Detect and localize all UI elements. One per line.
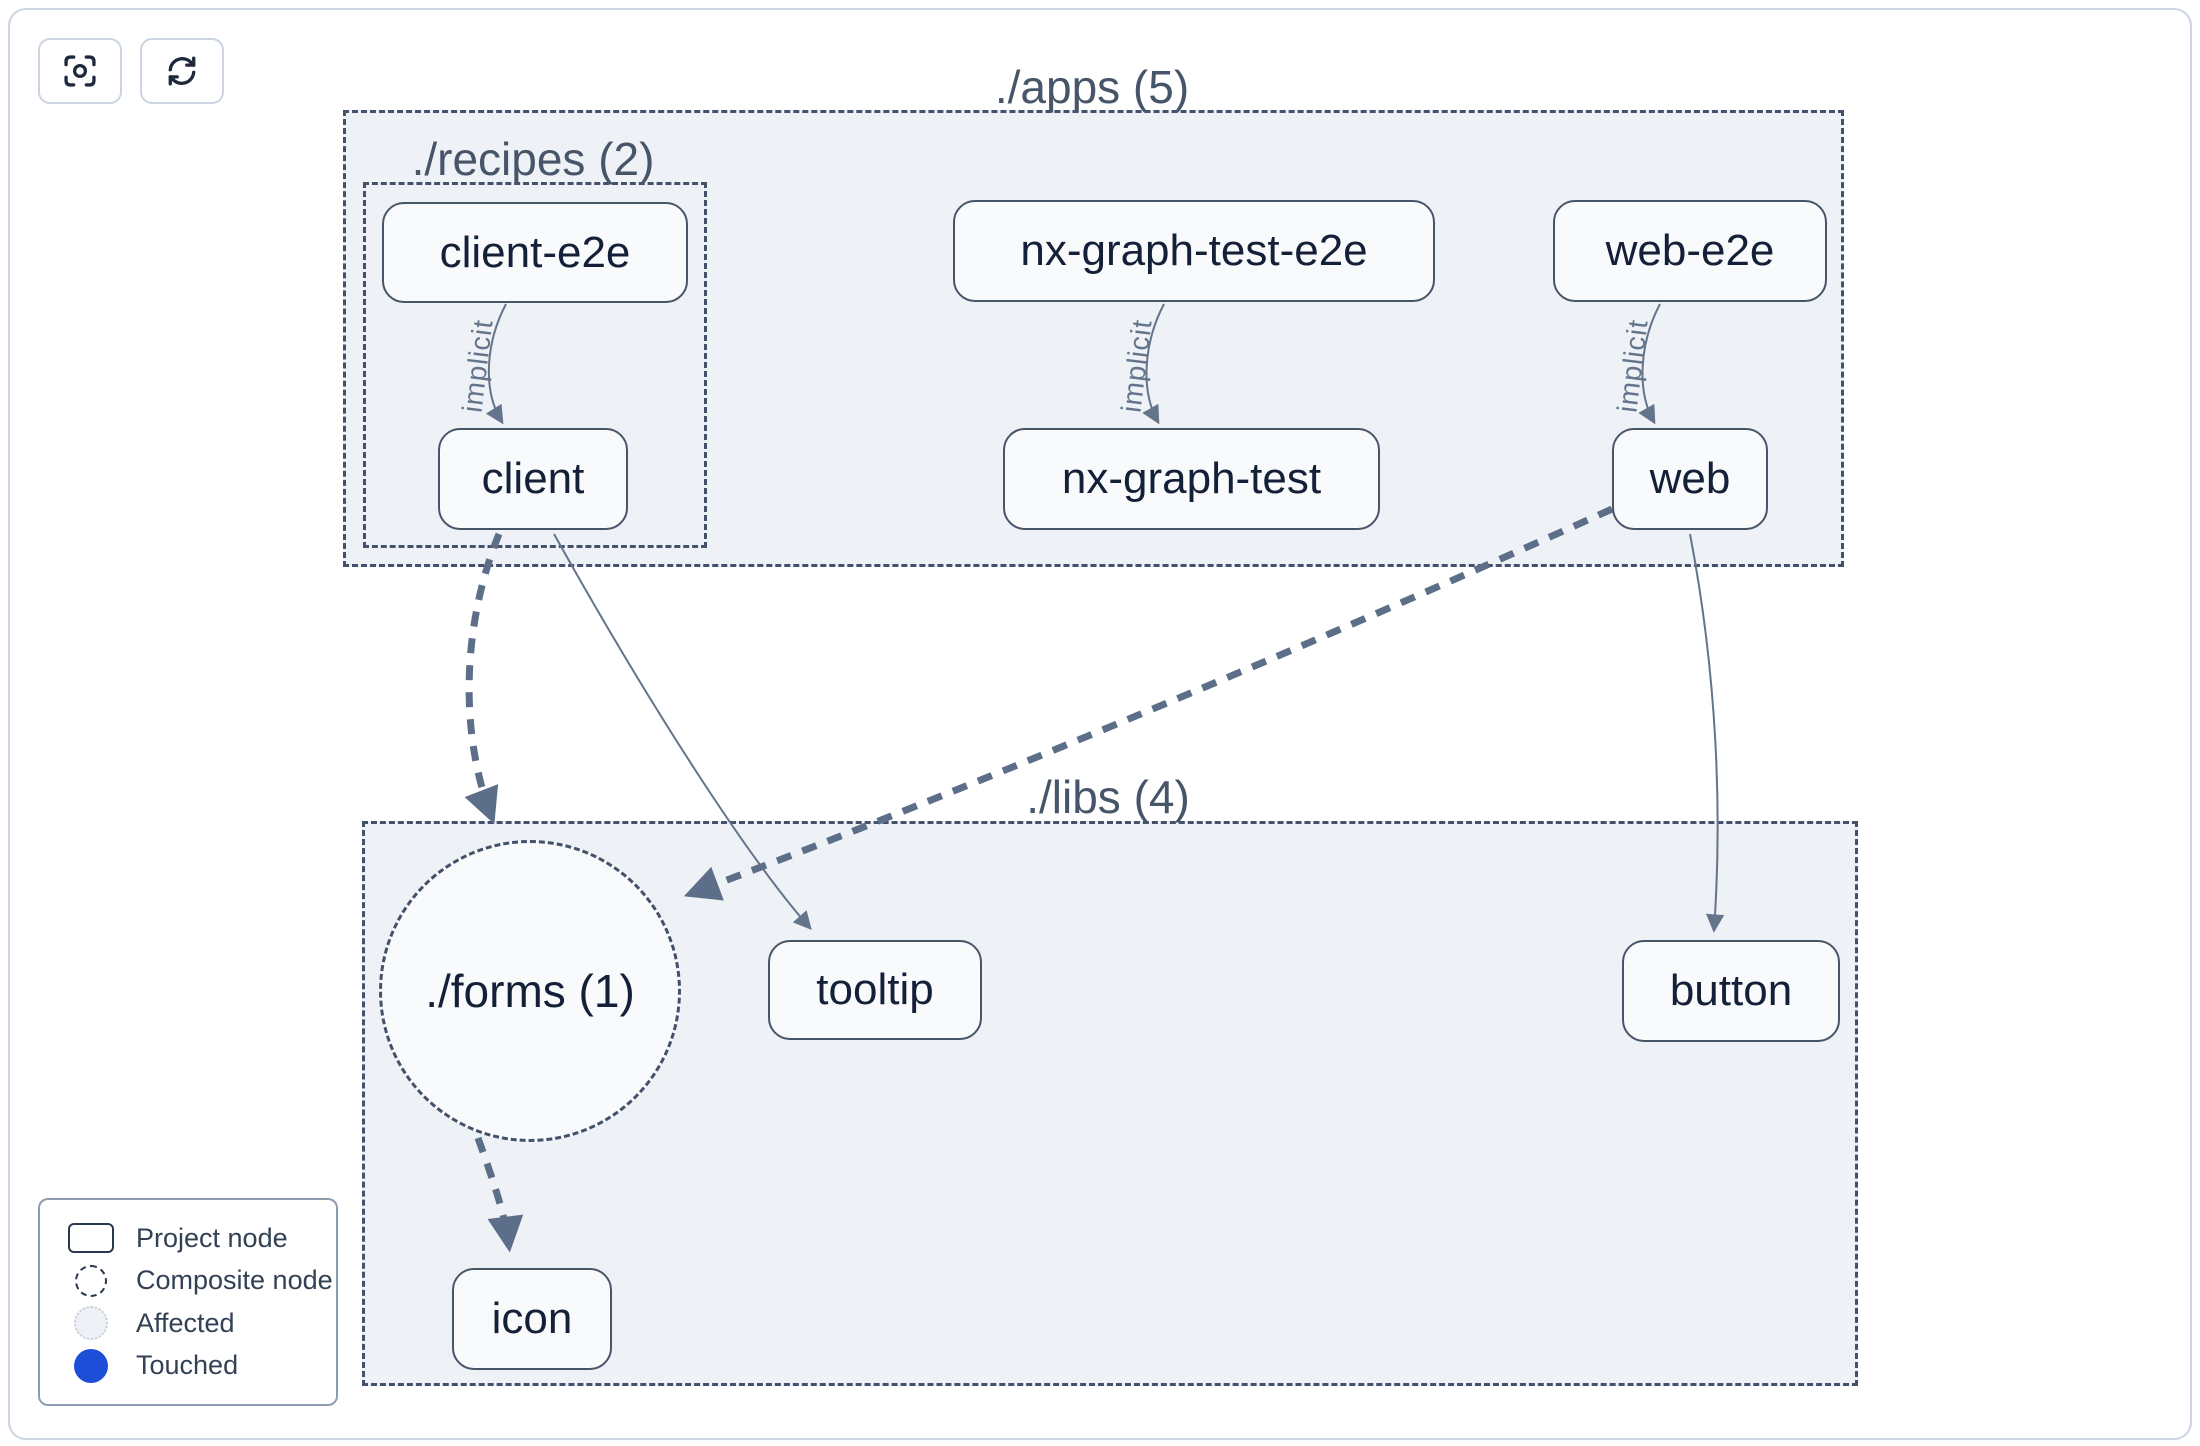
node-nx-graph-test-e2e-label: nx-graph-test-e2e: [1020, 226, 1368, 275]
refresh-icon: [168, 56, 196, 86]
legend-label-project-node: Project node: [136, 1222, 288, 1253]
legend-item-composite-node: Composite node: [60, 1261, 333, 1301]
node-icon-label: icon: [491, 1294, 573, 1343]
node-web[interactable]: web: [1612, 428, 1768, 530]
focus-icon: [64, 55, 96, 87]
node-client[interactable]: client: [438, 428, 628, 530]
refresh-graph-button[interactable]: [140, 38, 224, 104]
legend-item-affected: Affected: [60, 1303, 316, 1343]
node-web-e2e-label: web-e2e: [1605, 226, 1775, 275]
legend-panel: Project node Composite node Affected Tou…: [38, 1198, 338, 1406]
affected-swatch: [60, 1306, 122, 1341]
node-client-e2e-label: client-e2e: [439, 227, 631, 277]
container-recipes-title: ./recipes (2): [411, 133, 655, 185]
node-nx-graph-test[interactable]: nx-graph-test: [1003, 428, 1380, 530]
center-graph-button[interactable]: [38, 38, 122, 104]
container-recipes: [363, 182, 707, 548]
legend-item-touched: Touched: [60, 1346, 316, 1386]
node-button-label: button: [1669, 966, 1793, 1015]
composite-node-forms[interactable]: ./forms (1): [379, 840, 681, 1142]
node-tooltip[interactable]: tooltip: [768, 940, 982, 1040]
node-tooltip-label: tooltip: [816, 965, 934, 1014]
container-apps-title: ./apps (5): [994, 61, 1190, 113]
legend-label-composite-node: Composite node: [136, 1265, 333, 1296]
composite-node-swatch: [60, 1264, 122, 1297]
legend-label-affected: Affected: [136, 1307, 235, 1338]
node-icon[interactable]: icon: [452, 1268, 612, 1370]
legend-label-touched: Touched: [136, 1350, 239, 1381]
node-web-e2e[interactable]: web-e2e: [1553, 200, 1827, 302]
node-nx-graph-test-e2e[interactable]: nx-graph-test-e2e: [953, 200, 1435, 302]
project-node-swatch: [60, 1223, 122, 1253]
node-web-label: web: [1649, 454, 1731, 503]
node-client-label: client: [481, 454, 585, 503]
composite-node-forms-label: ./forms (1): [425, 965, 635, 1017]
container-libs-title: ./libs (4): [1026, 771, 1190, 823]
node-client-e2e[interactable]: client-e2e: [382, 202, 688, 303]
node-button[interactable]: button: [1622, 940, 1840, 1042]
node-nx-graph-test-label: nx-graph-test: [1061, 454, 1322, 503]
touched-swatch: [60, 1348, 122, 1383]
legend-item-project-node: Project node: [60, 1218, 316, 1258]
